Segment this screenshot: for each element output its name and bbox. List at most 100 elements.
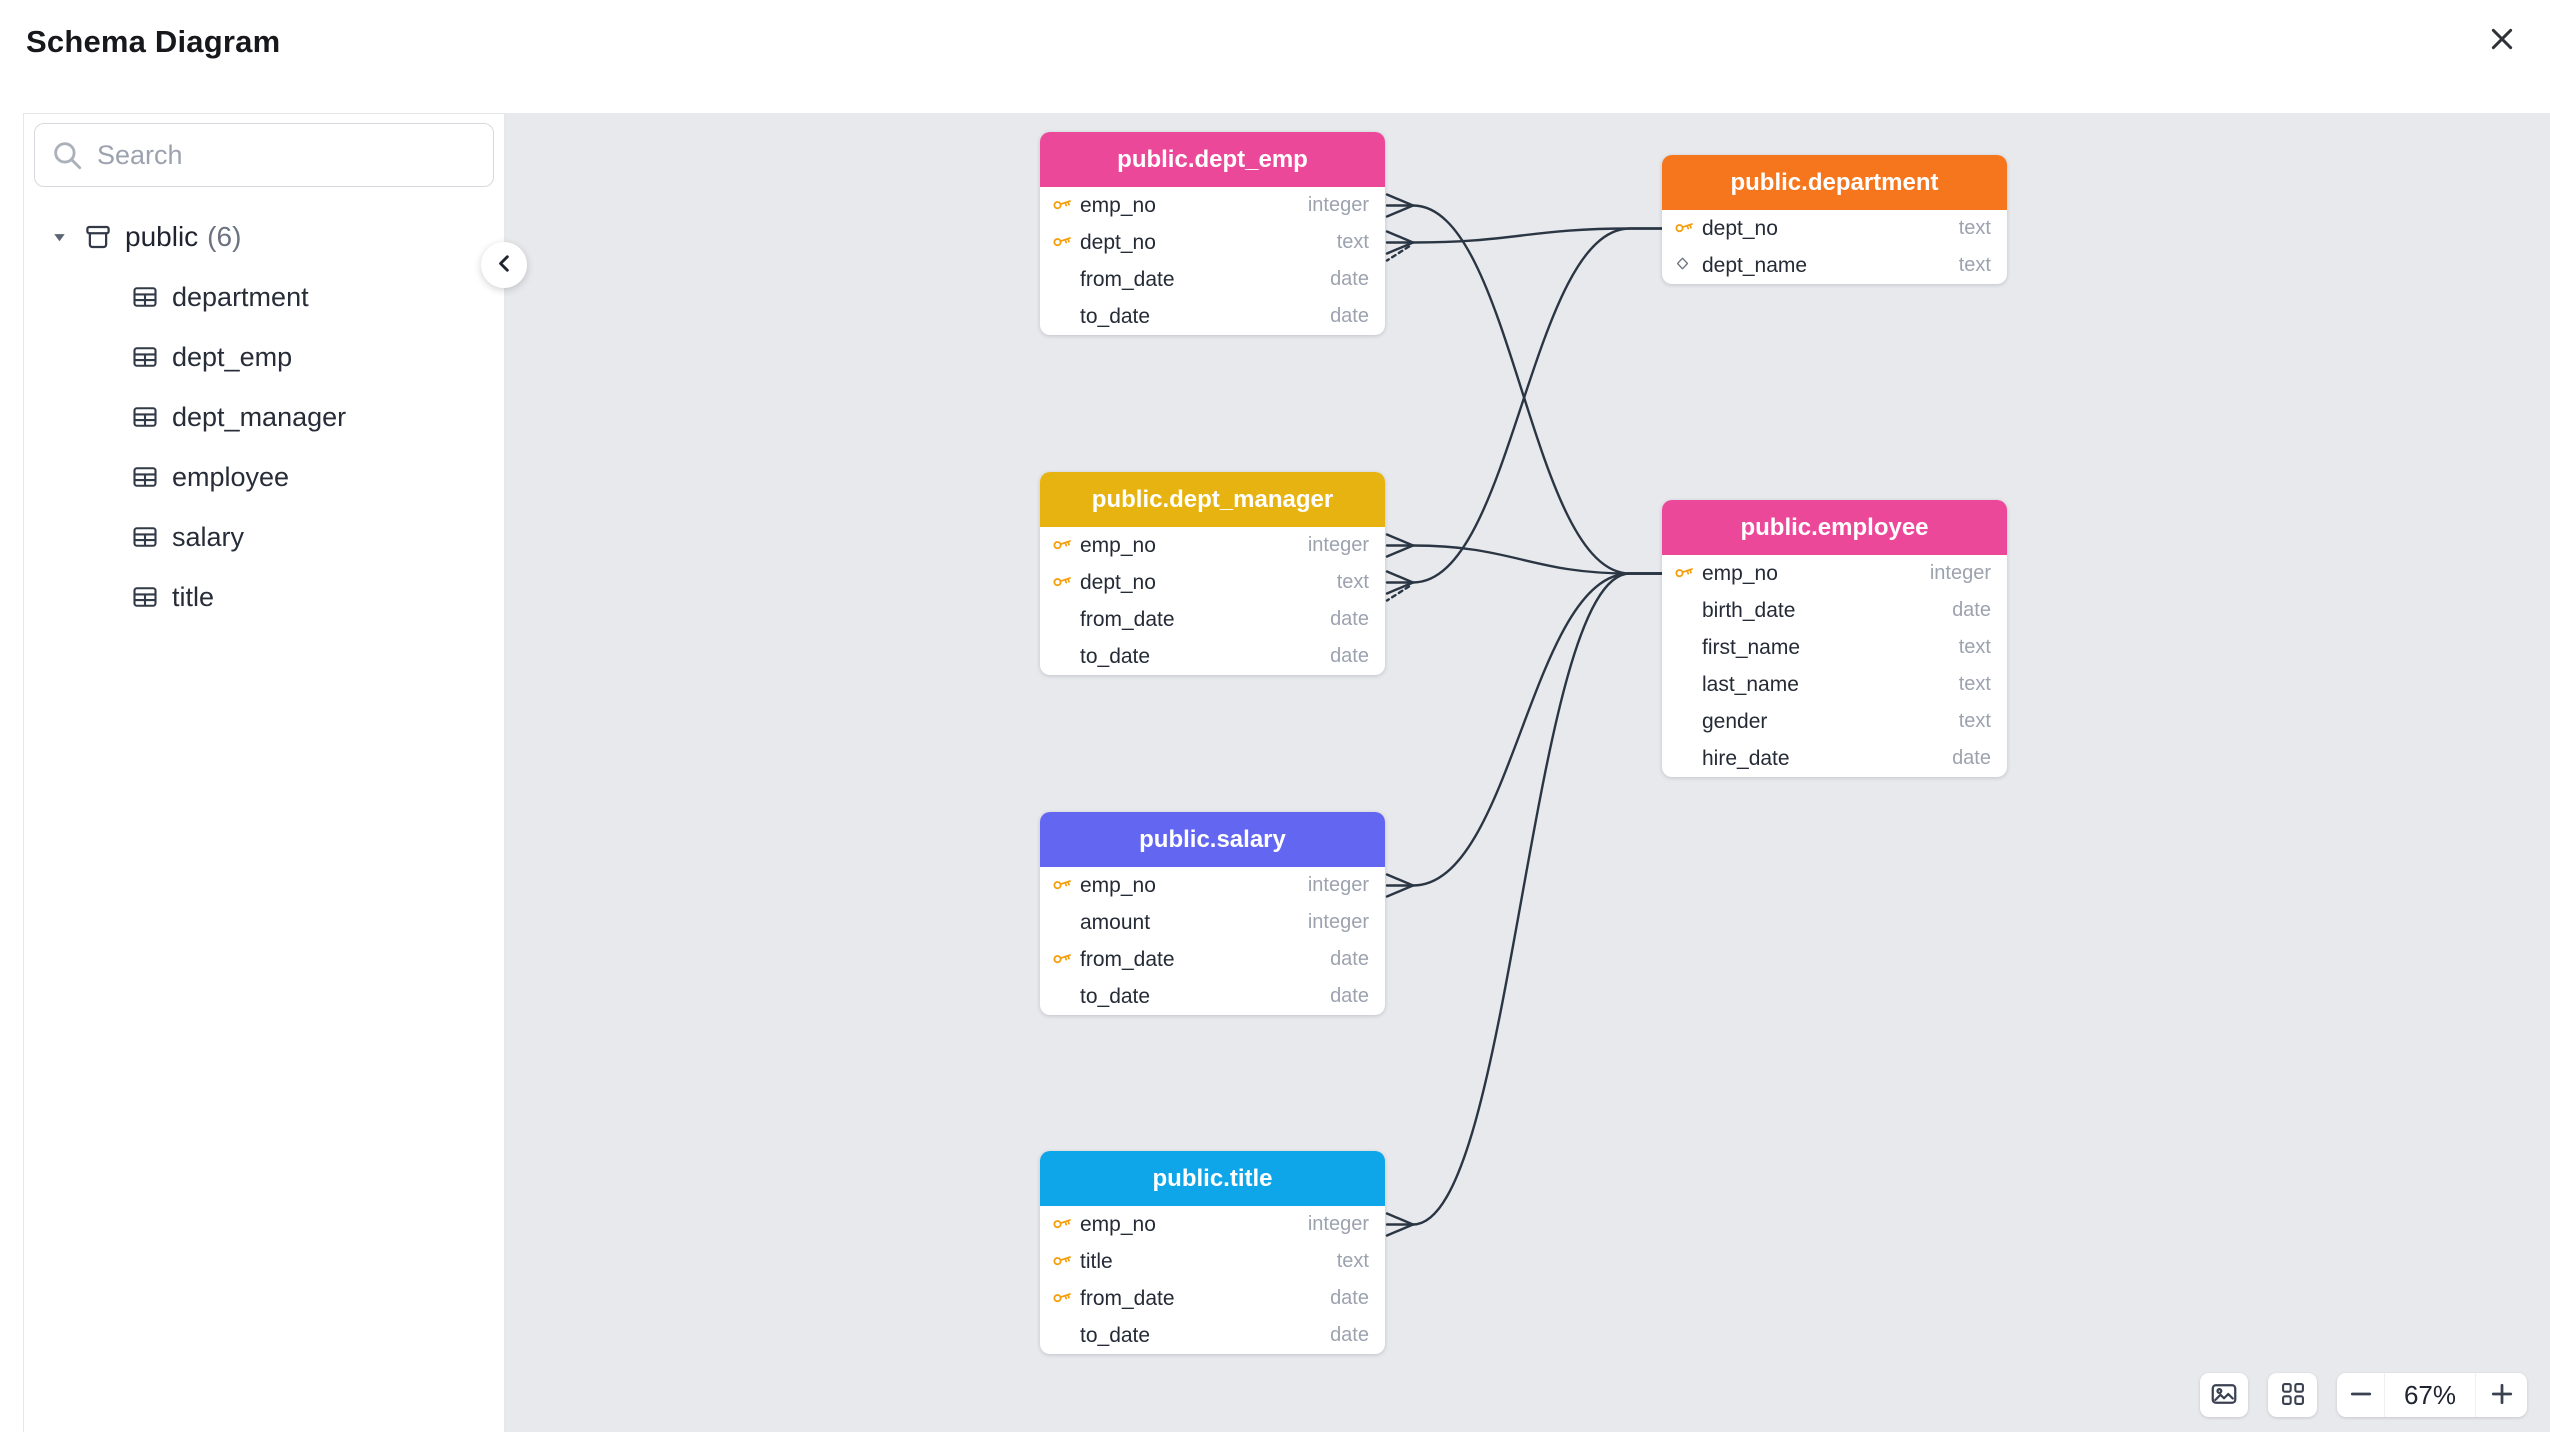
column-type: date xyxy=(1330,948,1369,970)
sidebar-item-dept_manager[interactable]: dept_manager xyxy=(24,387,504,447)
table-card-title[interactable]: public.dept_emp xyxy=(1040,132,1385,187)
export-image-button[interactable] xyxy=(2200,1373,2248,1417)
sidebar-item-employee[interactable]: employee xyxy=(24,447,504,507)
table-icon xyxy=(131,403,159,431)
sidebar-collapse-button[interactable] xyxy=(481,242,527,288)
primary-key-icon xyxy=(1052,193,1073,219)
column-icon-slot xyxy=(1052,947,1080,973)
column-icon-slot xyxy=(1052,193,1080,219)
plus-icon xyxy=(2487,1379,2517,1412)
sidebar-schema-public[interactable]: public (6) xyxy=(24,207,504,267)
column-name: dept_no xyxy=(1080,230,1156,254)
zoom-level: 67% xyxy=(2403,1379,2457,1410)
column-type: integer xyxy=(1307,874,1369,896)
column-name: title xyxy=(1080,1249,1113,1273)
auto-layout-button[interactable] xyxy=(2268,1373,2317,1417)
sidebar-item-label: title xyxy=(172,581,215,612)
primary-key-icon xyxy=(1052,1212,1073,1238)
image-icon xyxy=(2209,1379,2239,1412)
column-name: amount xyxy=(1080,910,1151,934)
primary-key-icon xyxy=(1674,216,1695,242)
column-type: text xyxy=(1958,673,1991,695)
column-row-salary-to_date: to_date date xyxy=(1040,978,1385,1015)
column-icon-slot xyxy=(1052,1249,1080,1275)
column-name: to_date xyxy=(1080,984,1151,1008)
relation-dept_emp.emp_no-to-employee.emp_no xyxy=(1385,193,1664,575)
primary-key-icon xyxy=(1052,230,1073,256)
table-card-title[interactable]: public.title xyxy=(1040,1151,1385,1206)
column-type: date xyxy=(1952,747,1991,769)
schema-name: public xyxy=(125,221,199,252)
column-type: date xyxy=(1330,1324,1369,1346)
table-card-title[interactable]: public.title emp_no integer title text from_d… xyxy=(1040,1151,1385,1354)
table-card-title[interactable]: public.department xyxy=(1662,155,2007,210)
primary-key-icon xyxy=(1052,873,1073,899)
column-icon-slot xyxy=(1052,873,1080,899)
sidebar-item-label: salary xyxy=(172,521,245,552)
column-icon-slot xyxy=(1674,216,1702,242)
column-row-employee-emp_no: emp_no integer xyxy=(1662,555,2007,592)
close-button[interactable] xyxy=(2482,20,2522,60)
column-icon-slot xyxy=(1052,1212,1080,1238)
column-name: dept_no xyxy=(1080,570,1156,594)
relation-salary.emp_no-to-employee.emp_no xyxy=(1385,572,1664,898)
sidebar-table-list: department dept_emp dept_manager employee sa… xyxy=(24,267,504,627)
unique-constraint-icon xyxy=(1674,255,1691,277)
column-row-title-emp_no: emp_no integer xyxy=(1040,1206,1385,1243)
column-icon-slot xyxy=(1052,533,1080,559)
column-icon-slot xyxy=(1052,570,1080,596)
column-type: integer xyxy=(1307,1213,1369,1235)
zoom-in-button[interactable] xyxy=(2475,1373,2527,1417)
table-icon xyxy=(131,283,159,311)
sidebar-item-label: dept_emp xyxy=(172,341,293,372)
minus-icon xyxy=(2346,1379,2376,1412)
table-card-title[interactable]: public.employee xyxy=(1662,500,2007,555)
search-input[interactable] xyxy=(34,123,494,187)
column-type: date xyxy=(1330,305,1369,327)
primary-key-icon xyxy=(1674,561,1695,587)
column-name: hire_date xyxy=(1702,746,1790,770)
sidebar-item-label: dept_manager xyxy=(172,401,347,432)
column-type: text xyxy=(1336,1250,1369,1272)
sidebar-item-department[interactable]: department xyxy=(24,267,504,327)
column-name: emp_no xyxy=(1702,561,1778,585)
sidebar-item-salary[interactable]: salary xyxy=(24,507,504,567)
column-name: emp_no xyxy=(1080,1212,1156,1236)
table-icon xyxy=(131,343,159,371)
column-type: date xyxy=(1952,599,1991,621)
relation-dept_manager.emp_no-to-employee.emp_no xyxy=(1385,533,1664,575)
sidebar-item-dept_emp[interactable]: dept_emp xyxy=(24,327,504,387)
column-row-employee-hire_date: hire_date date xyxy=(1662,740,2007,777)
column-type: date xyxy=(1330,645,1369,667)
table-card-title[interactable]: public.salary xyxy=(1040,812,1385,867)
column-name: gender xyxy=(1702,709,1768,733)
table-card-title[interactable]: public.dept_manager xyxy=(1040,472,1385,527)
column-type: text xyxy=(1958,636,1991,658)
caret-down-icon[interactable] xyxy=(50,228,69,247)
column-name: from_date xyxy=(1080,1286,1175,1310)
zoom-out-button[interactable] xyxy=(2337,1373,2385,1417)
column-name: from_date xyxy=(1080,607,1175,631)
column-type: integer xyxy=(1307,534,1369,556)
column-type: date xyxy=(1330,985,1369,1007)
column-type: integer xyxy=(1929,562,1991,584)
sidebar-item-title[interactable]: title xyxy=(24,567,504,627)
table-icon xyxy=(131,523,159,551)
